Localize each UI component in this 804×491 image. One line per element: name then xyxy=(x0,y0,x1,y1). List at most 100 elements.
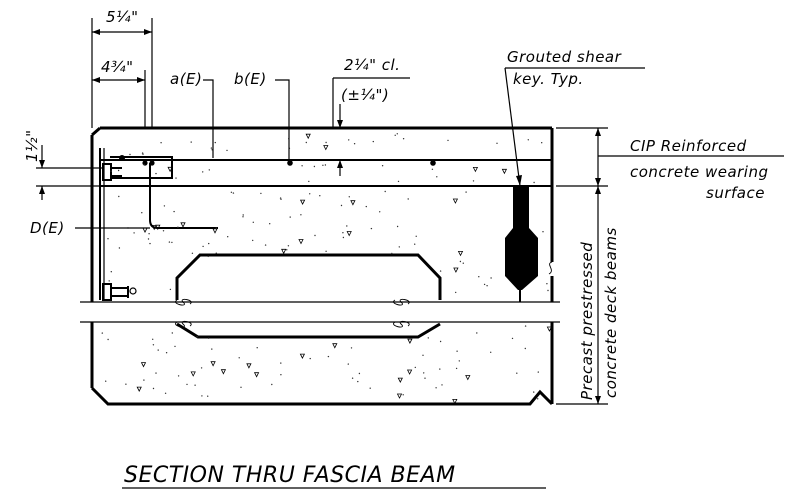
aggregate-mark xyxy=(447,139,449,142)
aggregate-mark xyxy=(327,355,330,358)
aggregate-mark xyxy=(441,384,443,386)
aggregate-mark xyxy=(415,235,417,237)
aggregate-mark xyxy=(342,232,344,234)
aggregate-mark xyxy=(402,138,405,140)
aggregate-mark xyxy=(394,134,396,136)
aggregate-mark xyxy=(160,142,162,144)
aggregate-mark xyxy=(230,191,233,193)
aggregate-mark xyxy=(456,350,458,352)
aggregate-mark xyxy=(439,340,442,343)
concrete-aggregate xyxy=(101,133,553,405)
fascia-anchor xyxy=(99,148,137,301)
aggregate-mark xyxy=(511,337,514,340)
beam-void xyxy=(175,253,442,339)
aggregate-mark xyxy=(547,289,549,292)
aggregate-mark xyxy=(252,221,254,223)
aggregate-mark xyxy=(346,231,352,237)
aggregate-mark xyxy=(194,384,196,386)
aggregate-mark xyxy=(196,336,198,338)
aggregate-mark xyxy=(200,367,203,369)
aggregate-mark xyxy=(110,170,112,172)
aggregate-mark xyxy=(305,141,307,144)
dim-5-25: 5¼" xyxy=(106,8,138,26)
aggregate-mark xyxy=(141,212,143,214)
aggregate-mark xyxy=(174,345,176,348)
aggregate-mark xyxy=(162,230,165,232)
aggregate-mark xyxy=(279,197,282,199)
aggregate-mark xyxy=(424,377,426,379)
aggregate-mark xyxy=(240,386,242,388)
aggregate-mark xyxy=(151,225,157,231)
aggregate-mark xyxy=(129,153,131,156)
aggregate-mark xyxy=(407,338,413,344)
aggregate-mark xyxy=(190,141,192,143)
aggregate-mark xyxy=(455,367,458,370)
aggregate-mark xyxy=(110,271,113,273)
aggregate-mark xyxy=(423,372,425,374)
aggregate-mark xyxy=(358,372,361,375)
aggregate-mark xyxy=(186,383,188,386)
aggregate-mark xyxy=(141,152,144,154)
aggregate-mark xyxy=(524,325,527,327)
aggregate-mark xyxy=(309,357,311,360)
aggregate-mark xyxy=(208,169,210,171)
aggregate-mark xyxy=(125,383,127,385)
aggregate-mark xyxy=(269,223,271,225)
aggregate-mark xyxy=(372,140,374,143)
aggregate-mark xyxy=(271,383,273,386)
aggregate-mark xyxy=(168,241,171,243)
aggregate-mark xyxy=(527,139,529,141)
beam-outline xyxy=(80,126,560,406)
aggregate-mark xyxy=(314,234,316,237)
aggregate-mark xyxy=(402,394,404,396)
aggregate-mark xyxy=(281,248,287,255)
aggregate-mark xyxy=(210,361,216,367)
aggregate-mark xyxy=(319,195,321,197)
aggregate-mark xyxy=(398,246,400,248)
aggregate-mark xyxy=(465,375,471,381)
aggregate-mark xyxy=(496,142,498,144)
aggregate-mark xyxy=(472,180,475,182)
aggregate-mark xyxy=(353,143,356,145)
aggregate-mark xyxy=(133,232,135,234)
aggregate-mark xyxy=(142,153,144,155)
aggregate-mark xyxy=(397,377,403,383)
aggregate-mark xyxy=(165,352,168,354)
aggregate-mark xyxy=(309,193,311,195)
aggregate-mark xyxy=(101,332,104,334)
aggregate-mark xyxy=(351,377,354,379)
aggregate-mark xyxy=(369,387,371,389)
aggregate-mark xyxy=(533,181,535,184)
aggregate-mark xyxy=(465,191,467,193)
aggregate-mark xyxy=(396,225,399,228)
aggregate-mark xyxy=(164,392,167,394)
aggregate-mark xyxy=(370,227,373,230)
aggregate-mark xyxy=(546,283,548,285)
aggregate-mark xyxy=(313,165,316,168)
aggregate-mark xyxy=(220,369,227,375)
aggregate-mark xyxy=(436,176,438,178)
aggregate-mark xyxy=(143,163,145,166)
aggregate-mark xyxy=(210,147,213,149)
aggregate-mark xyxy=(455,291,457,294)
aggregate-mark xyxy=(202,245,204,248)
aggregate-mark xyxy=(458,360,460,362)
aggregate-mark xyxy=(537,398,539,400)
aggregate-mark xyxy=(215,227,217,229)
aggregate-mark xyxy=(299,353,306,359)
aggregate-mark xyxy=(211,348,213,350)
aggregate-mark xyxy=(357,380,359,383)
aggregate-mark xyxy=(167,166,173,173)
aggregate-mark xyxy=(347,363,349,365)
aggregate-mark xyxy=(214,141,216,144)
callout-grouted-2: key. Typ. xyxy=(513,70,584,88)
callout-grouted-1: Grouted shear xyxy=(507,48,622,66)
aggregate-mark xyxy=(246,363,252,369)
aggregate-mark xyxy=(414,243,416,245)
aggregate-mark xyxy=(384,190,386,193)
aggregate-mark xyxy=(453,267,459,273)
aggregate-mark xyxy=(299,199,306,205)
aggregate-mark xyxy=(396,133,398,135)
aggregate-mark xyxy=(142,227,148,233)
